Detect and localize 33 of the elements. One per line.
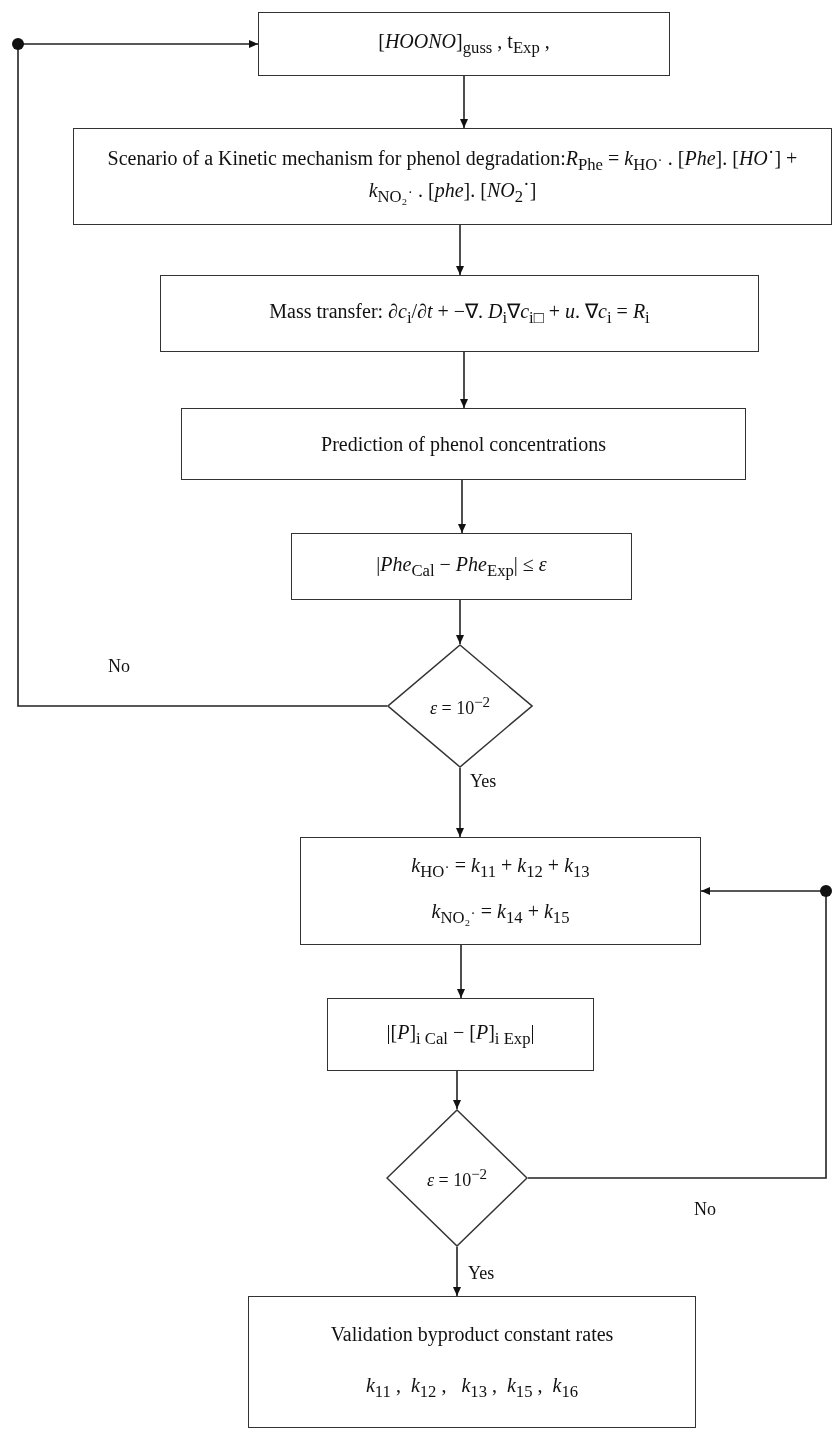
box-text: Validation byproduct constant rates <box>330 1321 614 1348</box>
box-text: Scenario of a Kinetic mechanism for phenol degradation:R$_{Phe}$ = k$_{HO˙}$ . [Phe]. [HO˙] + k$_{NO₂˙}$ . [phe]. [NO$_{2}$˙] <box>107 146 798 208</box>
box-text: [HOONO]$_{guss}$ , t$_{Exp}$ , <box>378 29 550 60</box>
loop-arrow <box>12 38 388 707</box>
box-text: k$_{NO₂˙}$ = k$_{14}$ + k$_{15}$ <box>431 899 570 930</box>
process-box <box>327 998 594 1071</box>
decision-diamond <box>386 1109 528 1247</box>
box-text: Prediction of phenol concentrations <box>321 431 606 458</box>
box-text: Mass transfer: ∂c$_{i}$/∂t + −∇. D$_{i}$∇c$_{i□}$ + u. ∇c$_{i}$ = R$_{i}$ <box>269 298 650 329</box>
decision-diamond <box>387 644 533 768</box>
arrow <box>456 224 464 276</box>
arrow <box>460 351 468 409</box>
process-box <box>73 128 832 225</box>
process-box <box>160 275 759 352</box>
process-box <box>248 1296 696 1428</box>
process-box <box>291 533 632 600</box>
arrow <box>453 1070 461 1110</box>
process-box <box>181 408 746 480</box>
condition-text: ε = 10$^{−2}$ <box>426 1164 488 1192</box>
box-text: |Phe$_{Cal}$ − Phe$_{Exp}$| ≤ ε <box>376 551 547 582</box>
arrow <box>460 75 468 129</box>
arrow <box>456 767 464 838</box>
loop-arrow <box>527 885 832 1179</box>
arrow <box>456 599 464 645</box>
arrow <box>453 1246 461 1297</box>
arrow <box>458 479 466 534</box>
arrow <box>457 944 465 999</box>
box-text: k$_{HO˙}$ = k$_{11}$ + k$_{12}$ + k$_{13}$ <box>411 853 590 884</box>
process-box <box>300 837 701 945</box>
condition-text: ε = 10$^{−2}$ <box>429 692 491 720</box>
process-box <box>258 12 670 76</box>
box-text: |[P]$_{i Cal}$ − [P]$_{i Exp}$| <box>386 1019 535 1050</box>
box-text: k$_{11}$ , k$_{12}$ , k$_{13}$ , k$_{15}$ , k$_{16}$ <box>365 1372 579 1403</box>
